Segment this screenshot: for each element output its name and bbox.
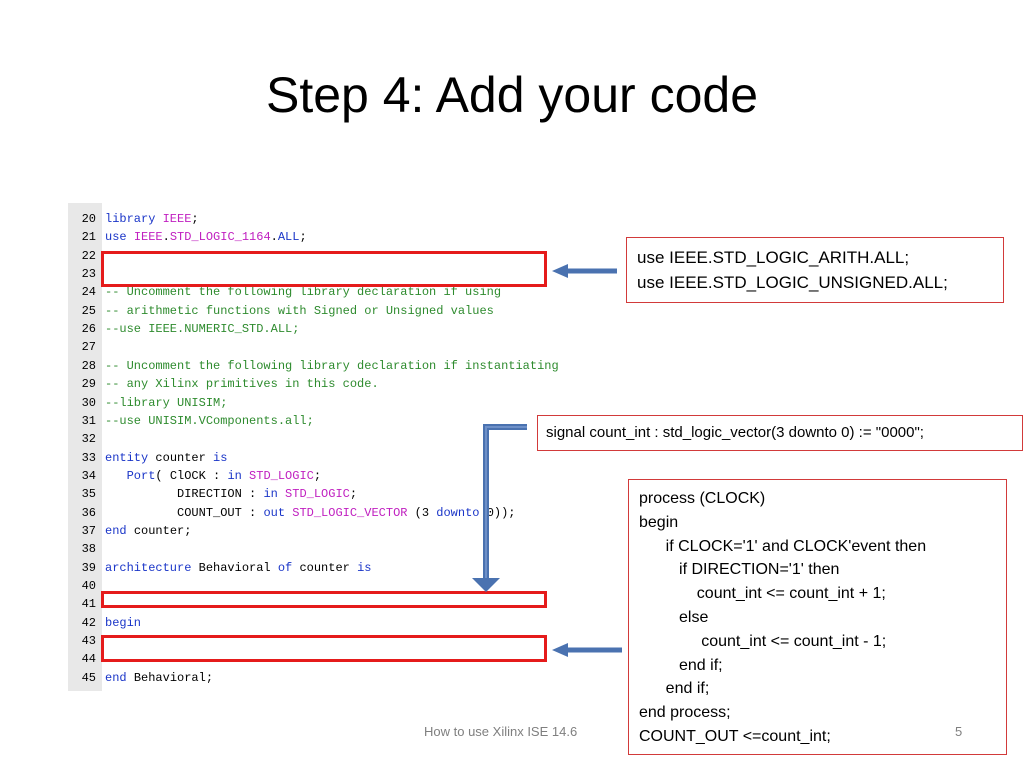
line-code: begin xyxy=(105,615,142,630)
line-number: 30 xyxy=(81,395,96,410)
line-code: use IEEE.STD_LOGIC_1164.ALL; xyxy=(105,230,307,245)
line-code: -- Uncomment the following library decla… xyxy=(105,358,559,373)
line-number: 31 xyxy=(81,413,96,428)
callout-line: process (CLOCK) xyxy=(639,490,766,507)
callout-line: signal count_int : std_logic_vector(3 do… xyxy=(546,424,924,441)
line-code: -- arithmetic functions with Signed or U… xyxy=(105,303,494,318)
slide-title: Step 4: Add your code xyxy=(265,67,759,123)
line-code: -- any Xilinx primitives in this code. xyxy=(105,377,379,392)
callout-line: end if; xyxy=(639,680,710,698)
library-insert-highlight xyxy=(101,251,547,287)
line-number: 20 xyxy=(81,212,96,226)
callout-line: if CLOCK='1' and CLOCK'event then xyxy=(639,537,927,555)
line-number: 33 xyxy=(81,450,96,465)
line-code: COUNT_OUT : out STD_LOGIC_VECTOR (3 down… xyxy=(105,505,516,520)
callout-line: use IEEE.STD_LOGIC_UNSIGNED.ALL; xyxy=(637,273,948,292)
line-code: --use UNISIM.VComponents.all; xyxy=(105,413,314,428)
signal-insert-highlight xyxy=(101,591,547,608)
page-number: 5 xyxy=(955,724,963,739)
line-number: 35 xyxy=(81,487,96,502)
callout-line: else xyxy=(639,608,709,626)
line-number: 45 xyxy=(81,670,96,685)
callout-line: COUNT_OUT <=count_int; xyxy=(639,727,831,745)
callout-line: count_int <= count_int - 1; xyxy=(639,632,887,650)
line-number-gutter xyxy=(68,203,102,691)
slide-footer: How to use Xilinx ISE 14.6 xyxy=(424,724,578,739)
process-code: process (CLOCK) begin if CLOCK='1' and CL… xyxy=(639,487,996,749)
signal-arrow xyxy=(472,424,527,592)
line-code: library IEEE; xyxy=(105,212,199,226)
line-number: 41 xyxy=(81,597,96,612)
line-code: end Behavioral; xyxy=(105,670,214,685)
line-code: entity counter is xyxy=(105,450,228,465)
line-number: 21 xyxy=(81,230,96,245)
callout-line: end if; xyxy=(639,656,723,674)
line-number: 22 xyxy=(81,248,96,263)
callout-line: use IEEE.STD_LOGIC_ARITH.ALL; xyxy=(637,248,910,267)
line-number: 32 xyxy=(81,432,96,447)
callout-line: count_int <= count_int + 1; xyxy=(639,585,886,603)
line-code: -- Uncomment the following library decla… xyxy=(105,285,502,300)
line-number: 29 xyxy=(81,377,96,392)
line-number: 38 xyxy=(81,542,96,557)
line-number: 28 xyxy=(81,358,96,373)
line-number: 24 xyxy=(81,285,96,300)
line-code: end counter; xyxy=(105,523,192,538)
callout-line: if DIRECTION='1' then xyxy=(639,561,840,579)
line-code: Port( ClOCK : in STD_LOGIC; xyxy=(126,468,322,483)
line-number: 23 xyxy=(81,267,96,282)
line-code: --use IEEE.NUMERIC_STD.ALL; xyxy=(105,322,300,337)
line-number: 25 xyxy=(81,303,96,318)
process-insert-highlight xyxy=(101,635,547,662)
callout-line: end process; xyxy=(639,704,731,722)
libraries-callout: use IEEE.STD_LOGIC_ARITH.ALL; use IEEE.S… xyxy=(626,237,1004,303)
line-code: --library UNISIM; xyxy=(105,395,228,410)
line-number: 36 xyxy=(81,505,96,520)
library-arrow xyxy=(552,264,617,278)
line-number: 42 xyxy=(81,615,96,630)
process-callout: process (CLOCK) begin if CLOCK='1' and CL… xyxy=(628,479,1007,755)
process-arrow xyxy=(552,643,622,657)
line-code: architecture Behavioral of counter is xyxy=(105,560,372,575)
line-number: 37 xyxy=(81,523,96,538)
line-number: 44 xyxy=(81,652,96,667)
line-number: 40 xyxy=(81,579,96,593)
callout-line: begin xyxy=(639,513,679,531)
line-number: 34 xyxy=(81,468,96,483)
line-code: DIRECTION : in STD_LOGIC; xyxy=(105,487,358,502)
line-number: 43 xyxy=(81,634,96,649)
signal-callout: signal count_int : std_logic_vector(3 do… xyxy=(537,415,1023,451)
line-number: 39 xyxy=(81,560,96,575)
line-number: 27 xyxy=(81,340,96,355)
line-number: 26 xyxy=(81,322,96,337)
